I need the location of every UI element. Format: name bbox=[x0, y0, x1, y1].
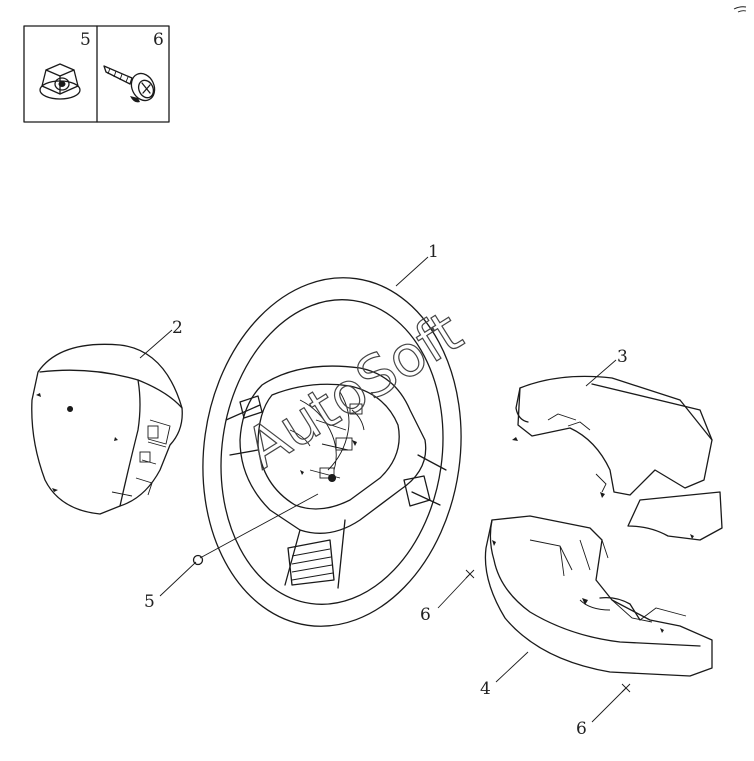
callout-5: 5 bbox=[144, 592, 155, 612]
legend-num-6: 6 bbox=[153, 30, 164, 50]
callout-4: 4 bbox=[480, 679, 491, 699]
steering-wheel bbox=[202, 277, 462, 627]
fastener-legend: 5 6 bbox=[23, 25, 170, 123]
legend-num-5: 5 bbox=[80, 30, 91, 50]
screw-marker-upper bbox=[465, 569, 475, 579]
corner-mark bbox=[733, 6, 747, 13]
screw-icon bbox=[103, 65, 156, 103]
callout-6-lower: 6 bbox=[576, 719, 587, 739]
upper-trim-cover bbox=[512, 375, 723, 541]
nut-marker bbox=[192, 554, 204, 566]
callout-3: 3 bbox=[617, 347, 628, 367]
airbag-module bbox=[31, 343, 183, 515]
flange-nut-icon bbox=[39, 63, 81, 100]
lower-trim-cover bbox=[484, 515, 713, 677]
screw-marker-lower bbox=[621, 683, 631, 693]
callout-2: 2 bbox=[172, 318, 183, 338]
callout-6-upper: 6 bbox=[420, 605, 431, 625]
callout-1: 1 bbox=[428, 242, 439, 262]
callout-leaders bbox=[139, 256, 631, 723]
